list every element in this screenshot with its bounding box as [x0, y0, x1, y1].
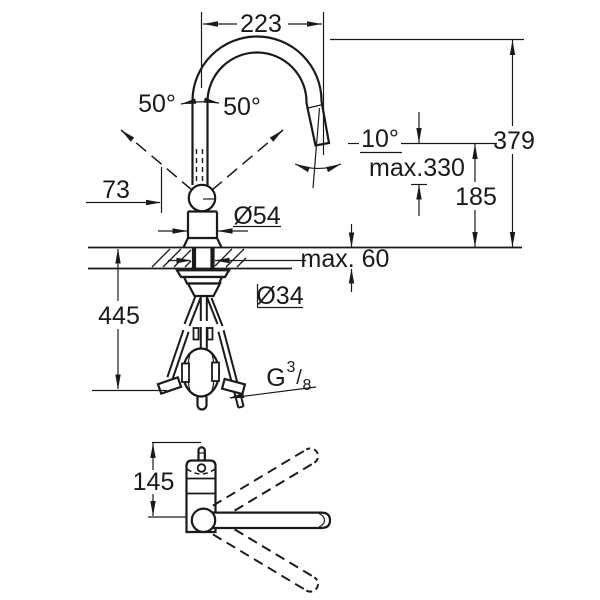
topview-lever-pin	[197, 446, 206, 461]
dim-height-outlet-185: 185	[455, 144, 497, 247]
deck-hatching	[151, 248, 247, 268]
top-view: 145	[133, 441, 332, 593]
dim-lever-offset-73: 73	[86, 167, 163, 213]
label-thread-slash: /	[296, 367, 302, 389]
hose-stubs	[183, 295, 224, 327]
dim-hole-dia-34: Ø34	[168, 257, 306, 310]
label-spray-tilt: 10°	[361, 125, 399, 153]
under-deck-assembly	[156, 269, 247, 411]
dim-topview-145: 145	[133, 441, 201, 518]
label-height-total: 379	[493, 127, 535, 155]
topview-spout-dashed-upper	[212, 447, 319, 520]
pullout-hose	[199, 327, 208, 350]
dim-max-pullout-330: max.330	[369, 112, 465, 216]
mounting-washer	[175, 269, 231, 279]
hose-clamp-right	[206, 327, 214, 341]
topview-cartridge-dot	[196, 463, 207, 473]
label-hose-below: 445	[98, 302, 140, 330]
hose-clamp-left	[192, 327, 200, 341]
label-max-pullout: max.330	[369, 154, 465, 182]
dim-hose-below-445: 445	[92, 248, 167, 392]
label-height-outlet: 185	[455, 183, 497, 211]
dim-deck-max-60: max. 60	[301, 224, 390, 292]
fitting-right	[220, 377, 247, 396]
label-lever-offset: 73	[102, 176, 130, 204]
topview-spout-dashed-lower	[212, 520, 319, 593]
dim-body-dia-54: Ø54	[158, 202, 281, 234]
dim-lever-swivel-50: 50° 50°	[119, 90, 285, 191]
mounting-deck	[88, 246, 522, 270]
dim-spray-tilt-10: 10°	[293, 107, 497, 189]
counterweight-tab-right	[211, 361, 220, 382]
hose-end-tip	[196, 396, 208, 411]
dim-height-total-379: 379	[330, 38, 535, 247]
spray-head-joint-line	[307, 103, 324, 109]
label-hole-dia: Ø34	[256, 282, 303, 310]
side-view-dimensions: 223 50° 50° 73 Ø54	[86, 10, 535, 401]
counterweight-tab-left	[181, 362, 190, 383]
hose-guide-cone	[186, 282, 222, 298]
label-deck-max: max. 60	[301, 245, 390, 273]
label-swivel-right: 50°	[223, 93, 261, 121]
label-thread-den: 8	[303, 377, 312, 394]
callout-thread-g38: G 3 / 8	[228, 359, 317, 401]
dim-projection-223: 223	[200, 10, 325, 155]
label-thread-g: G	[266, 364, 285, 392]
label-thread-num: 3	[287, 359, 296, 376]
topview-spout-endcap	[318, 512, 326, 528]
topview-dashed-arc	[186, 468, 216, 475]
side-view-faucet	[182, 35, 331, 248]
label-projection: 223	[240, 10, 282, 38]
lever-ball-joint	[187, 183, 217, 213]
label-topview-offset: 145	[133, 468, 175, 496]
spout-gooseneck-outline	[191, 35, 331, 185]
topview-spout-pivot	[190, 507, 217, 534]
faucet-body-column	[182, 210, 223, 248]
fitting-left	[156, 375, 183, 396]
topview-spout-solid	[202, 511, 332, 530]
label-body-dia: Ø54	[233, 202, 280, 230]
label-swivel-left: 50°	[138, 90, 176, 118]
